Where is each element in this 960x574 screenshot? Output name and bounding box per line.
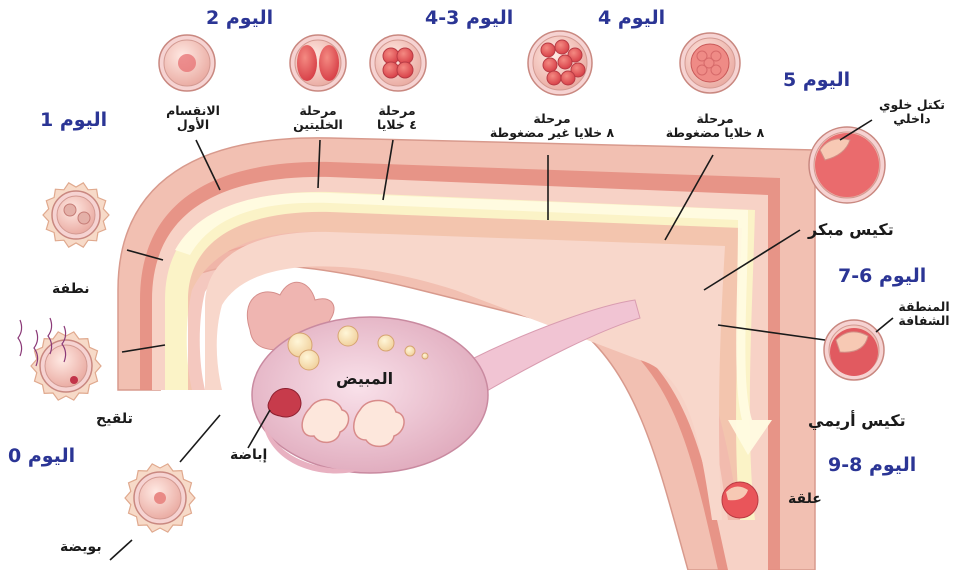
inner-cell-mass-line1: تكتل خلوي: [872, 98, 952, 112]
day-5-label: اليوم 5: [783, 70, 850, 91]
follicle-3: [378, 335, 394, 351]
four-cell: [370, 35, 426, 91]
zygote-cell: [52, 191, 100, 239]
egg-nucleus: [154, 492, 166, 504]
two-cell-line2: الخليتين: [278, 118, 358, 132]
implantation-label: علقة: [788, 492, 822, 507]
follicle-5: [422, 353, 428, 359]
four-cell-cytoplasm: [375, 40, 421, 86]
day-2-label: اليوم 2: [206, 8, 273, 29]
first-division-nucleus: [178, 54, 196, 72]
ovulation-label: إباضة: [230, 448, 267, 463]
two-cell-label: مرحلة الخليتين: [278, 104, 358, 132]
zona-pointer: [876, 318, 893, 332]
two-cell-line1: مرحلة: [278, 104, 358, 118]
eight-uncompacted-label: مرحلة ٨ خلايا غير مضغوطة: [482, 112, 622, 140]
eight-uncompacted-line2: ٨ خلايا غير مضغوطة: [482, 126, 622, 140]
follicle-2: [338, 326, 358, 346]
day-1-label: اليوم 1: [40, 110, 107, 131]
pronucleus-2: [78, 212, 90, 224]
zona-pellucida-line2: الشفافة: [892, 314, 956, 328]
zygote-label: نطفة: [52, 282, 89, 297]
first-division-label: الانقسام الأول: [158, 104, 228, 132]
fertilized-egg: [40, 340, 92, 392]
blastomere-1: [297, 45, 317, 81]
sperm-head: [70, 376, 78, 384]
follicle-6: [299, 350, 319, 370]
first-division-line1: الانقسام: [158, 104, 228, 118]
sperm-tail-0: [18, 320, 22, 356]
day-0-label: اليوم 0: [8, 446, 75, 467]
four-cell-line2: ٤ خلايا: [362, 118, 432, 132]
pronucleus-1: [64, 204, 76, 216]
eight-blastomere-0: [541, 43, 555, 57]
day-8-9-label: اليوم 8-9: [828, 455, 916, 476]
four-cell-label: مرحلة ٤ خلايا: [362, 104, 432, 132]
day-6-7-label: اليوم 6-7: [838, 266, 926, 287]
compacted-morula: [691, 44, 729, 82]
inner-cell-mass-line2: داخلي: [872, 112, 952, 126]
day-4-label: اليوم 4: [598, 8, 665, 29]
eight-blastomere-3: [543, 58, 557, 72]
egg-label: بويضة: [60, 540, 102, 555]
fertilization-label: تلقيح: [96, 412, 133, 427]
eight-compacted-line1: مرحلة: [650, 112, 780, 126]
eight-uncompacted-line1: مرحلة: [482, 112, 622, 126]
hatching-blastocyst-label: تكيس أريمي: [808, 412, 906, 430]
eight-blastomere-7: [561, 71, 575, 85]
inner-cell-mass-label: تكتل خلوي داخلي: [872, 98, 952, 126]
blastomere-2: [319, 45, 339, 81]
egg-pointer: [180, 415, 220, 462]
eight-blastomere-4: [558, 55, 572, 69]
first-division-line2: الأول: [158, 118, 228, 132]
eight-compacted-label: مرحلة ٨ خلايا مضغوطة: [650, 112, 780, 140]
eight-blastomere-1: [555, 40, 569, 54]
early-blastocyst-label: تكيس مبكر: [808, 221, 894, 239]
zona-pellucida-label: المنطقة الشفافة: [892, 300, 956, 328]
follicle-4: [405, 346, 415, 356]
zona-pellucida-line1: المنطقة: [892, 300, 956, 314]
eight-compacted-line2: ٨ خلايا مضغوطة: [650, 126, 780, 140]
four-cell-line1: مرحلة: [362, 104, 432, 118]
ovary-label: المبيض: [336, 370, 393, 388]
eight-blastomere-6: [547, 71, 561, 85]
day-3-4-label: اليوم 3-4: [425, 8, 513, 29]
egg-tail-pointer: [110, 540, 132, 560]
four-cell-blastomere-3: [397, 62, 413, 78]
